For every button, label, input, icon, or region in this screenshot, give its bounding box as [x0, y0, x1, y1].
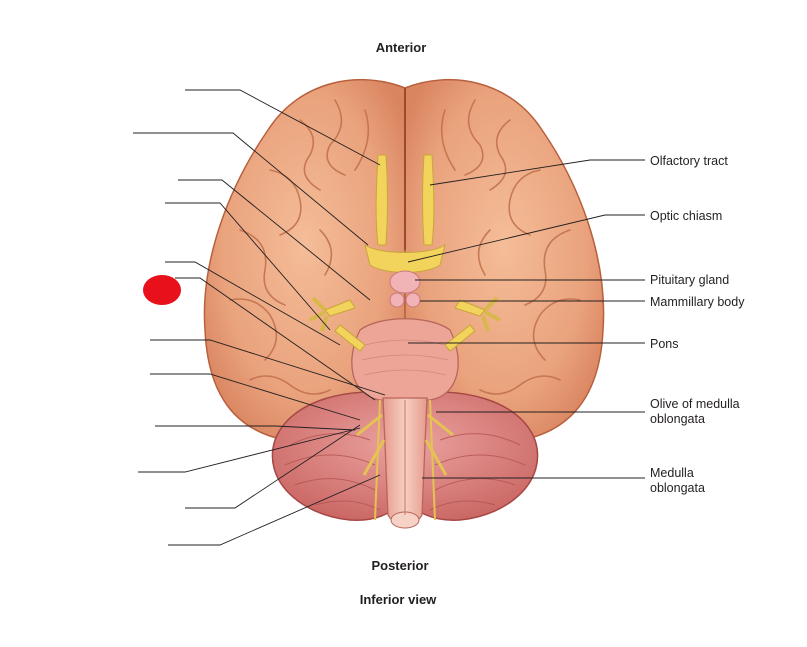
label-mammillary-body: Mammillary body	[650, 295, 745, 309]
anterior-heading: Anterior	[375, 40, 427, 55]
label-olfactory-tract: Olfactory tract	[650, 154, 728, 168]
left-leader-lines	[133, 89, 386, 546]
label-pons: Pons	[650, 337, 679, 351]
figure-caption: Inferior view	[359, 592, 437, 607]
brainstem	[351, 318, 459, 529]
label-optic-chiasm: Optic chiasm	[650, 209, 723, 223]
cranial-nerves	[309, 154, 501, 521]
posterior-heading: Posterior	[371, 558, 429, 573]
red-marker-dot	[143, 275, 181, 305]
label-pituitary-gland: Pituitary gland	[650, 273, 730, 287]
right-leader-lines	[407, 159, 645, 479]
label-medulla-oblongata: Medulla oblongata	[650, 466, 705, 495]
label-olive-of-medulla-oblongata: Olive of medulla oblongata	[650, 397, 740, 426]
